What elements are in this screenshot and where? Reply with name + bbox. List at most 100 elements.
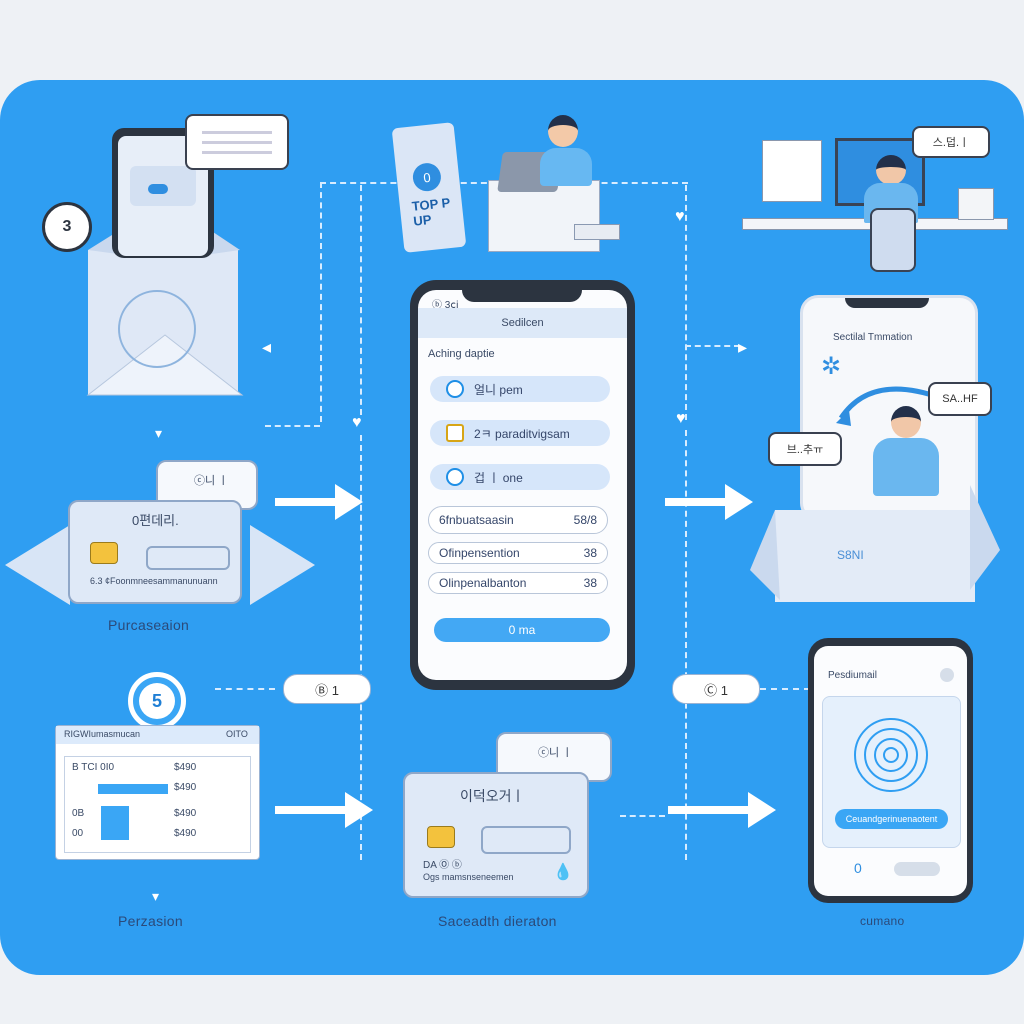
coin-icon: [446, 468, 464, 486]
heart-icon: ♥: [675, 208, 685, 225]
dashed-connector: [685, 430, 687, 860]
dashed-connector: [685, 185, 687, 420]
table-cell: $490: [174, 808, 197, 819]
person-head: [891, 406, 921, 438]
tag-text: ⓒ니 ㅣ: [538, 747, 573, 759]
chip-icon: [427, 826, 455, 848]
dashed-connector: [265, 425, 320, 427]
diagram-panel: ◂ ▸ ♥ ♥ ♥ ▾ ▾ 3 0 TOP P UP 스.덥.ㅣ: [0, 80, 1024, 975]
heart-icon: ♥: [676, 410, 686, 427]
recycle-person-icon: [118, 290, 196, 368]
table-title: RIGWIumasmucan: [64, 729, 141, 739]
option-text: 2ㅋ paraditvigsam: [474, 426, 570, 441]
big-arrow-icon: [668, 792, 776, 828]
dashed-connector: [215, 688, 275, 690]
dashed-connector: [685, 345, 740, 347]
option-row[interactable]: 겁 ㅣ one: [430, 464, 610, 490]
table-cell: $490: [174, 762, 197, 773]
books: [574, 224, 620, 240]
screen-title: Pesdiumail: [828, 670, 877, 681]
camera-notch: [462, 290, 582, 302]
table-header: [56, 726, 259, 744]
arrow-left-icon: ◂: [262, 337, 272, 357]
dashed-connector: [360, 185, 362, 415]
snowflake-icon: ✲: [821, 353, 842, 380]
list-row-text: Olinpenalbanton: [439, 576, 527, 590]
confirm-button[interactable]: 0 ma: [434, 618, 610, 642]
big-arrow-icon: [275, 484, 363, 520]
tag-text: ⓒ니 ㅣ: [194, 475, 229, 487]
step-number-badge: 3: [42, 202, 92, 252]
heart-icon: ♥: [352, 414, 362, 431]
arrow-down-icon: ▾: [155, 425, 163, 441]
table-cell: $490: [174, 782, 197, 793]
caption-purchase: Purcaseaion: [108, 617, 190, 633]
center-phone: ⓑ 3ⅽⅰ Sedilcen Aching daptie 얼니 pem 2ㅋ p…: [410, 280, 635, 690]
speech-bubble: 브..추ㅠ: [768, 432, 842, 466]
section-title: Aching daptie: [428, 348, 495, 360]
caption-perzasion: Perzasion: [118, 913, 183, 929]
option-text: 겁 ㅣ one: [474, 470, 523, 485]
card-number: 6.3 ¢Foonmneesammanunuann: [90, 576, 218, 586]
blue-block: [101, 806, 129, 840]
list-row-text: Ofinpensention: [439, 546, 520, 560]
dashed-connector: [320, 182, 322, 422]
top-up-label: TOP P UP: [411, 194, 451, 229]
cycle-arrows-icon: [836, 386, 942, 426]
payment-card: 0편데리. 6.3 ¢Foonmneesammanunuann: [68, 500, 242, 604]
office-chair: [870, 208, 916, 272]
table-body: [64, 756, 251, 853]
big-arrow-icon: [275, 792, 373, 828]
nfc-panel: Ceuandgerinuenaotent: [822, 696, 961, 848]
caption-success: Saceadth dieraton: [438, 913, 557, 929]
drop-icon: 💧: [553, 864, 573, 881]
list-row-value: 58/8: [573, 513, 597, 527]
right-bottom-phone: Pesdiumail Ceuandgerinuenaotent 0: [808, 638, 973, 903]
box-label: S8NI: [837, 548, 864, 562]
card-icon: [446, 424, 464, 442]
card-stripe: [146, 546, 230, 570]
option-row[interactable]: 2ㅋ paraditvigsam: [430, 420, 610, 446]
receipt-table: RIGWIumasmucan OITO B TCI 0I0 $490 $490 …: [55, 725, 260, 860]
dashed-connector: [620, 815, 665, 817]
person-head: [876, 155, 906, 185]
person-head: [548, 115, 578, 147]
table-cell: B TCI 0I0: [72, 762, 115, 773]
card-title: 이덕오거ㅣ: [460, 788, 525, 804]
document-sheet: [762, 140, 822, 202]
big-arrow-icon: [665, 484, 753, 520]
center-phone-screen: ⓑ 3ⅽⅰ Sedilcen Aching daptie 얼니 pem 2ㅋ p…: [418, 290, 627, 680]
dashed-connector: [360, 435, 362, 860]
option-row[interactable]: 얼니 pem: [430, 376, 610, 402]
right-phone-title: Sectilal Tmmation: [833, 332, 913, 343]
person-body: [540, 148, 592, 186]
footer-icon: 0: [854, 860, 862, 876]
card-line: Ogs mamsnseneemen: [423, 872, 514, 882]
nfc-button[interactable]: Ceuandgerinuenaotent: [835, 809, 948, 829]
list-row-value: 38: [583, 546, 597, 560]
card-title: 0편데리.: [132, 513, 179, 528]
paper-stack: [958, 188, 994, 220]
list-row[interactable]: Olinpenalbanton 38: [428, 572, 608, 594]
speech-bubble: [185, 114, 289, 170]
list-row[interactable]: Ofinpensention 38: [428, 542, 608, 564]
arrow-right-icon: ▸: [738, 337, 748, 357]
caption-cumano: cumano: [860, 914, 905, 928]
arrow-down-icon: ▾: [152, 888, 160, 904]
speech-bubble: SA..HF: [928, 382, 992, 416]
coin-icon: [446, 380, 464, 398]
envelope-back: [5, 525, 315, 605]
desk-box: [488, 180, 600, 252]
toggle-icon: [940, 668, 954, 682]
table-cell: 0B: [72, 808, 85, 819]
coin-icon: 0: [411, 161, 443, 193]
open-box-flaps: [750, 485, 1000, 600]
list-row-value: 38: [583, 576, 597, 590]
option-text: 얼니 pem: [474, 382, 523, 397]
step-pill[interactable]: Ⓑ 1: [283, 674, 371, 704]
step-pill[interactable]: Ⓒ 1: [672, 674, 760, 704]
card-stripe: [481, 826, 571, 854]
app-header: Sedilcen: [418, 308, 627, 338]
chip-icon: [90, 542, 118, 564]
